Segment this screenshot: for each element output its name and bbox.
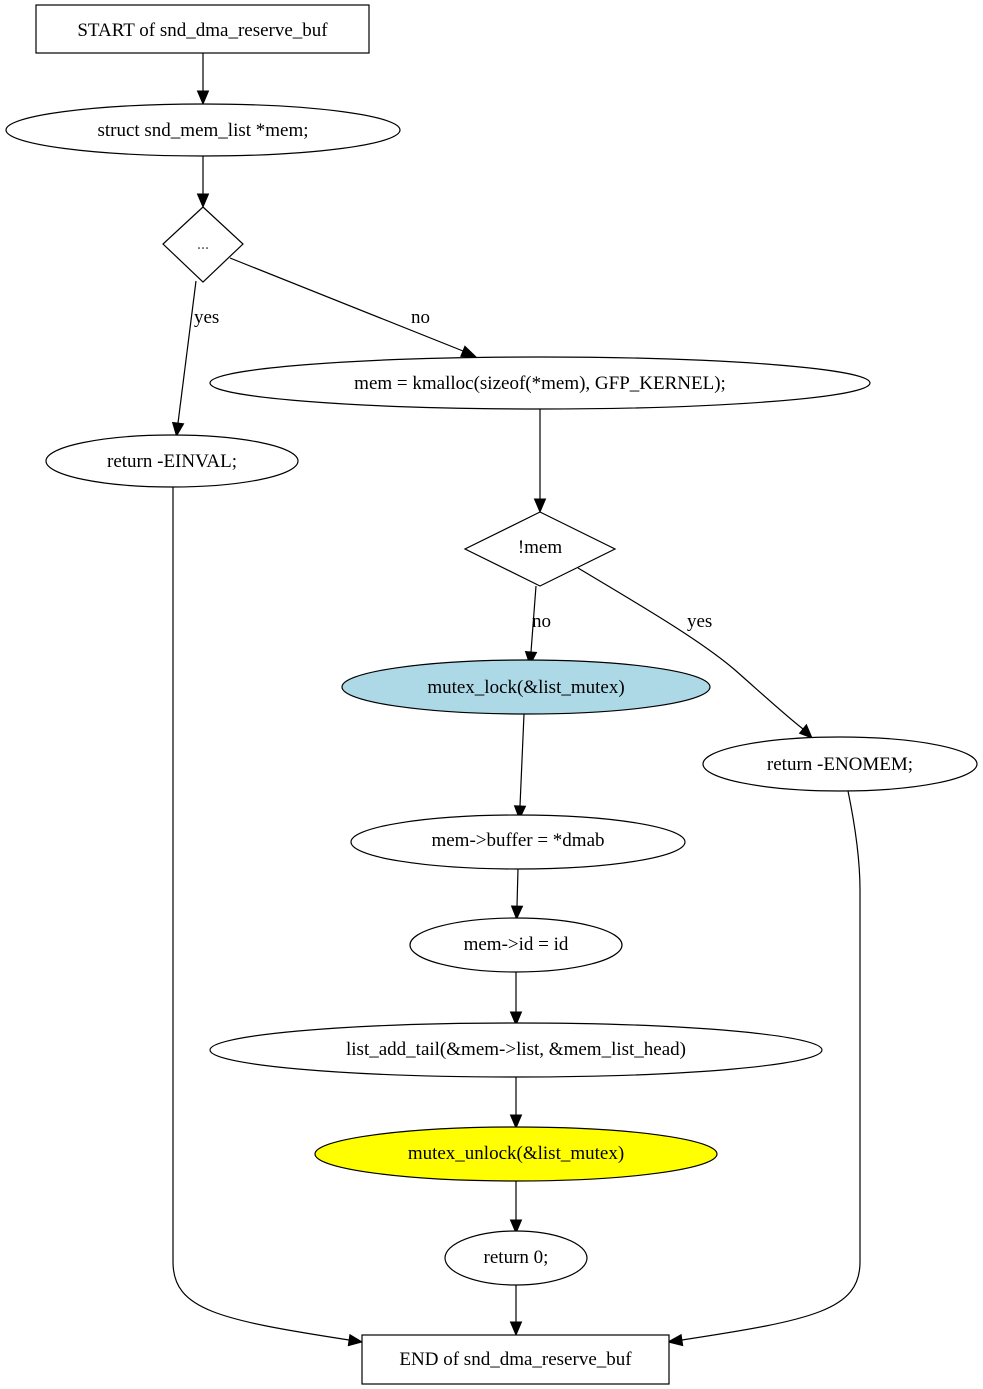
end-node-label: END of snd_dma_reserve_buf [399, 1349, 632, 1370]
return-einval-label: return -EINVAL; [107, 451, 237, 472]
start-node-label: START of snd_dma_reserve_buf [77, 20, 328, 41]
decl-mem-label: struct snd_mem_list *mem; [97, 120, 308, 141]
mutex-unlock-label: mutex_unlock(&list_mutex) [408, 1143, 624, 1164]
edge-enomem-to-end [666, 790, 861, 1347]
return-zero-label: return 0; [484, 1247, 549, 1268]
edge-einval-to-end [172, 487, 364, 1347]
return-enomem-label: return -ENOMEM; [767, 754, 913, 775]
return-zero-node: return 0; [444, 1230, 588, 1286]
kmalloc-label: mem = kmalloc(sizeof(*mem), GFP_KERNEL); [354, 373, 726, 394]
edge-unlock-to-return [509, 1181, 523, 1235]
edge-kmalloc-to-notmem [533, 409, 547, 514]
condition-label: ... [197, 236, 209, 253]
edge-id-to-listadd [509, 972, 523, 1027]
edge-lock-to-buffer [513, 713, 527, 821]
mutex-lock-node: mutex_lock(&list_mutex) [341, 659, 711, 715]
list-add-label: list_add_tail(&mem->list, &mem_list_head… [346, 1039, 686, 1060]
edge-condition-yes: yes [171, 280, 219, 438]
assign-buffer-label: mem->buffer = *dmab [431, 830, 604, 851]
kmalloc-node: mem = kmalloc(sizeof(*mem), GFP_KERNEL); [209, 356, 871, 410]
edge-return-to-end [509, 1285, 523, 1337]
edge-label-no: no [411, 307, 430, 328]
decl-mem-node: struct snd_mem_list *mem; [5, 103, 401, 157]
list-add-node: list_add_tail(&mem->list, &mem_list_head… [209, 1022, 823, 1078]
end-node: END of snd_dma_reserve_buf [361, 1334, 670, 1385]
not-mem-condition-node: !mem [463, 511, 617, 587]
edge-decl-to-condition [196, 156, 210, 209]
edge-notmem-yes: yes [577, 567, 813, 739]
edge-label-yes: yes [194, 307, 219, 328]
condition-node: ... [162, 206, 244, 283]
assign-id-node: mem->id = id [409, 917, 623, 973]
mutex-unlock-node: mutex_unlock(&list_mutex) [314, 1126, 718, 1182]
edge-listadd-to-unlock [509, 1077, 523, 1130]
not-mem-label: !mem [518, 537, 563, 558]
mutex-lock-label: mutex_lock(&list_mutex) [427, 677, 624, 698]
return-enomem-node: return -ENOMEM; [702, 736, 978, 792]
edge-start-to-decl [196, 53, 210, 106]
assign-buffer-node: mem->buffer = *dmab [350, 814, 686, 870]
edge-label-yes-2: yes [687, 611, 712, 632]
return-einval-node: return -EINVAL; [45, 434, 299, 488]
edge-condition-no: no [229, 257, 478, 358]
edge-label-no-2: no [532, 611, 551, 632]
start-node: START of snd_dma_reserve_buf [35, 4, 370, 54]
edge-buffer-to-id [510, 868, 524, 921]
edge-notmem-no: no [524, 585, 551, 667]
assign-id-label: mem->id = id [464, 934, 569, 955]
